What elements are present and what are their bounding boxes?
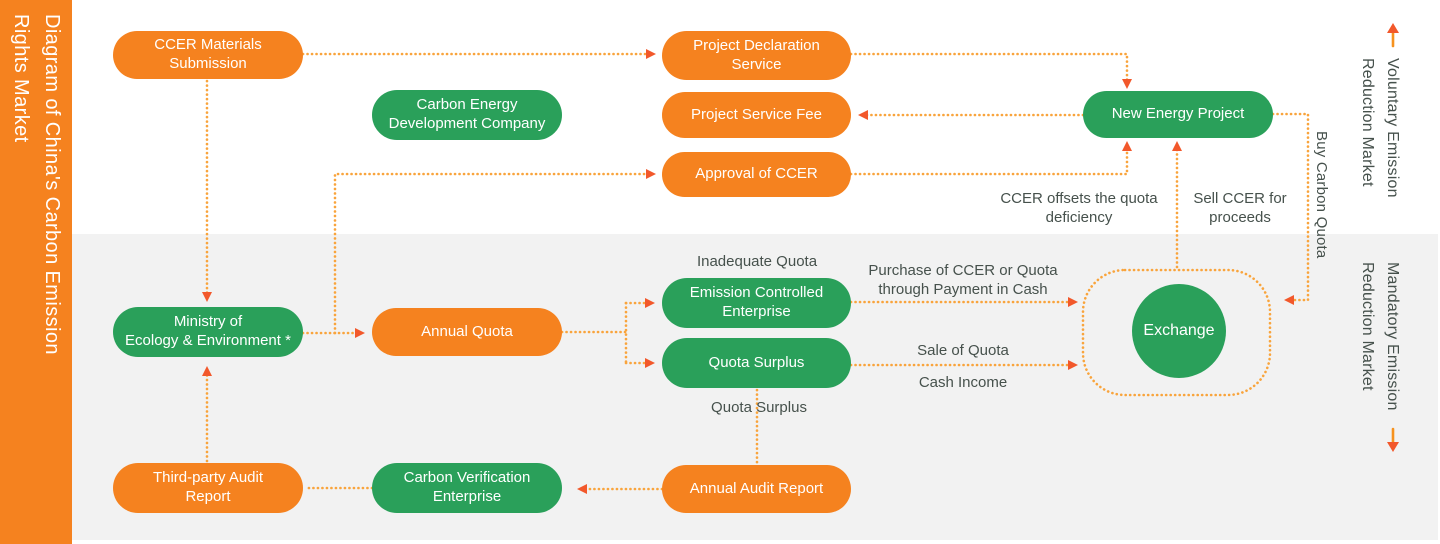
buy-carbon-quota-label: Buy Carbon Quota xyxy=(1313,131,1330,259)
sidebar: Diagram of China's Carbon Emission Right… xyxy=(0,0,72,544)
arrowhead-right-icon xyxy=(646,169,656,179)
edge-declaration-to-newenergy xyxy=(849,52,1129,86)
node-annual-quota: Annual Quota xyxy=(372,308,562,356)
node-emission-controlled: Emission Controlled Enterprise xyxy=(662,278,851,328)
voluntary-market-label: Voluntary Emission Reduction Market xyxy=(1359,58,1401,198)
node-exchange: Exchange xyxy=(1132,284,1226,378)
node-quota-surplus: Quota Surplus xyxy=(662,338,851,388)
arrowhead-right-icon xyxy=(646,49,656,59)
sale-of-quota-label: Sale of Quota xyxy=(917,342,1009,359)
ccer-offsets-label: CCER offsets the quota deficiency xyxy=(1000,190,1158,227)
quota-surplus-label: Quota Surplus xyxy=(711,399,807,416)
node-carbon-energy: Carbon Energy Development Company xyxy=(372,90,562,140)
sell-ccer-label: Sell CCER for proceeds xyxy=(1193,190,1287,227)
arrowhead-up-icon xyxy=(1172,141,1182,151)
arrowhead-up-icon xyxy=(1122,141,1132,151)
arrowhead-down-icon xyxy=(1122,79,1132,89)
page-title: Diagram of China's Carbon Emission Right… xyxy=(10,14,63,355)
purchase-label: Purchase of CCER or Quota through Paymen… xyxy=(868,262,1058,299)
arrowhead-left-icon xyxy=(858,110,868,120)
node-ccer-materials: CCER Materials Submission xyxy=(113,31,303,79)
node-third-party: Third-party Audit Report xyxy=(113,463,303,513)
node-carbon-verification: Carbon Verification Enterprise xyxy=(372,463,562,513)
node-project-service-fee: Project Service Fee xyxy=(662,92,851,138)
node-new-energy: New Energy Project xyxy=(1083,91,1273,138)
node-project-declaration: Project Declaration Service xyxy=(662,31,851,80)
node-annual-audit: Annual Audit Report xyxy=(662,465,851,513)
mandatory-market-label: Mandatory Emission Reduction Market xyxy=(1359,262,1401,411)
node-approval-ccer: Approval of CCER xyxy=(662,152,851,197)
node-ministry: Ministry of Ecology & Environment * xyxy=(113,307,303,357)
arrowhead-up-icon xyxy=(1387,23,1399,33)
inadequate-quota-label: Inadequate Quota xyxy=(696,253,818,270)
edge-approval-to-newenergy xyxy=(849,146,1129,176)
cash-income-label: Cash Income xyxy=(918,374,1008,391)
